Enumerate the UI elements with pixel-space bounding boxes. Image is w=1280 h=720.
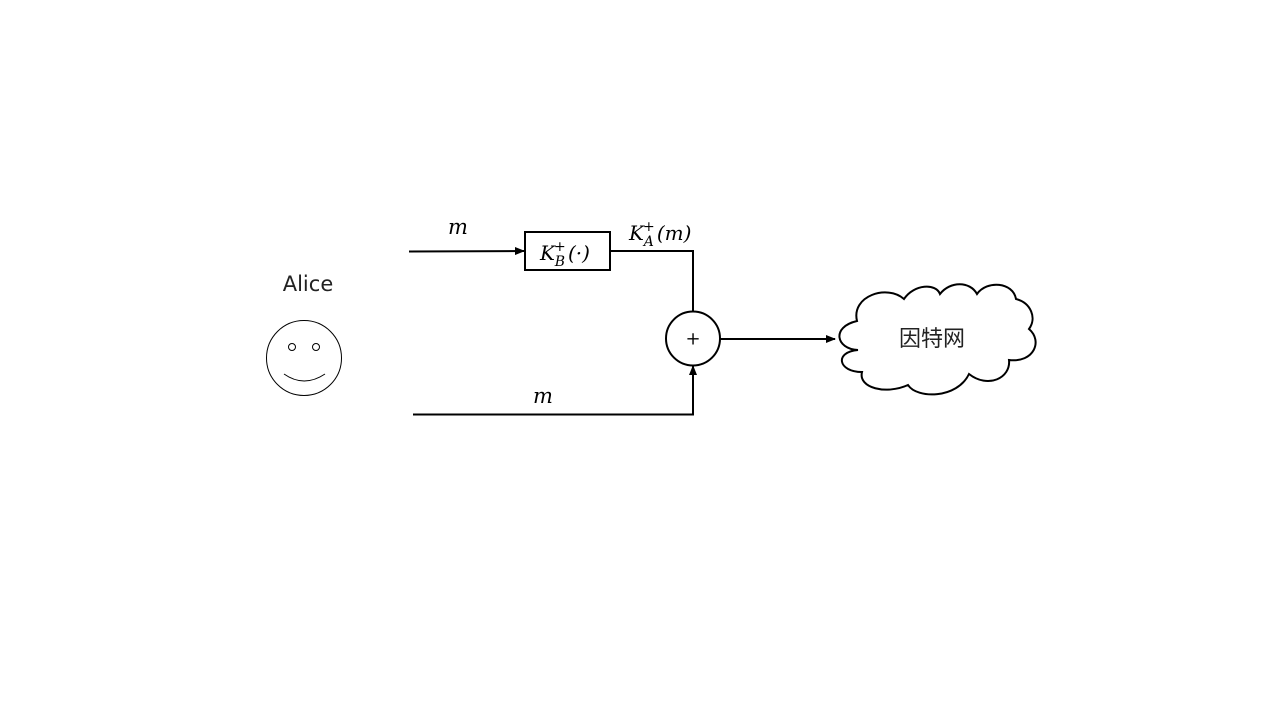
bottom-message-label: m [533,384,553,408]
encrypted-output-argument: (m) [657,221,692,245]
alice-smiley-icon [266,320,342,396]
encrypted-output-subscript: A [642,234,654,250]
encrypted-output-line [610,250,694,311]
combiner-symbol: + [685,329,700,350]
encrypted-output-superscript: + [643,219,655,235]
encrypt-box-key: K [539,241,556,265]
encrypted-output-key: K [628,221,645,245]
encrypted-output-label: K+A(m) [628,219,691,250]
top-message-arrow [408,247,525,256]
encrypt-box-superscript: + [554,239,566,255]
top-message-label: m [448,215,468,239]
encrypt-box-subscript: B [554,254,565,270]
smiley-head [266,320,342,396]
encrypt-box-label: K+B(·) [539,239,590,270]
encrypt-box: K+B(·) [524,231,611,271]
smiley-mouth [283,373,326,382]
internet-label: 因特网 [899,327,965,352]
cloud-shape [838,283,1037,396]
smiley-right-eye [312,343,320,351]
smiley-left-eye [288,343,296,351]
internet-cloud-icon: 因特网 [838,283,1037,396]
combiner-node: + [665,310,721,367]
alice-label: Alice [283,272,334,296]
encrypt-box-argument: (·) [568,241,590,265]
bottom-message-arrow [413,365,697,416]
